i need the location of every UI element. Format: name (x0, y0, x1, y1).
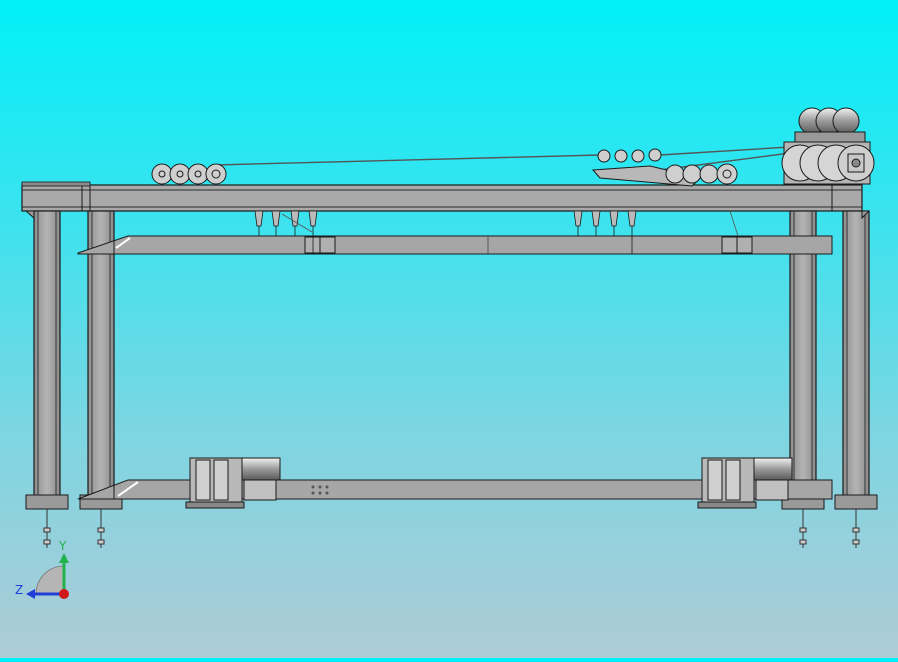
y-axis-arrowhead (59, 553, 69, 563)
column-right-outer (834, 210, 878, 510)
orientation-triad: Y Z (15, 539, 69, 599)
x-axis-point (59, 589, 69, 599)
column-left-inner (79, 210, 123, 510)
z-axis-label: Z (15, 583, 23, 597)
sheave-group-left (151, 163, 227, 185)
top-girder (21, 181, 863, 212)
column-left-outer (24, 210, 69, 510)
hook-blocks (254, 210, 739, 254)
z-axis-arrowhead (26, 589, 35, 599)
anchor-bolts (43, 509, 860, 548)
column-right-inner (781, 210, 825, 510)
trolley-sheaves (591, 148, 738, 187)
drive-unit-left (185, 457, 281, 509)
y-axis-label: Y (58, 539, 67, 553)
hoist-winch-upper (781, 107, 875, 185)
hoist-rope (214, 146, 791, 171)
drive-unit-right (697, 457, 793, 509)
upper-crossbeam (77, 235, 833, 255)
